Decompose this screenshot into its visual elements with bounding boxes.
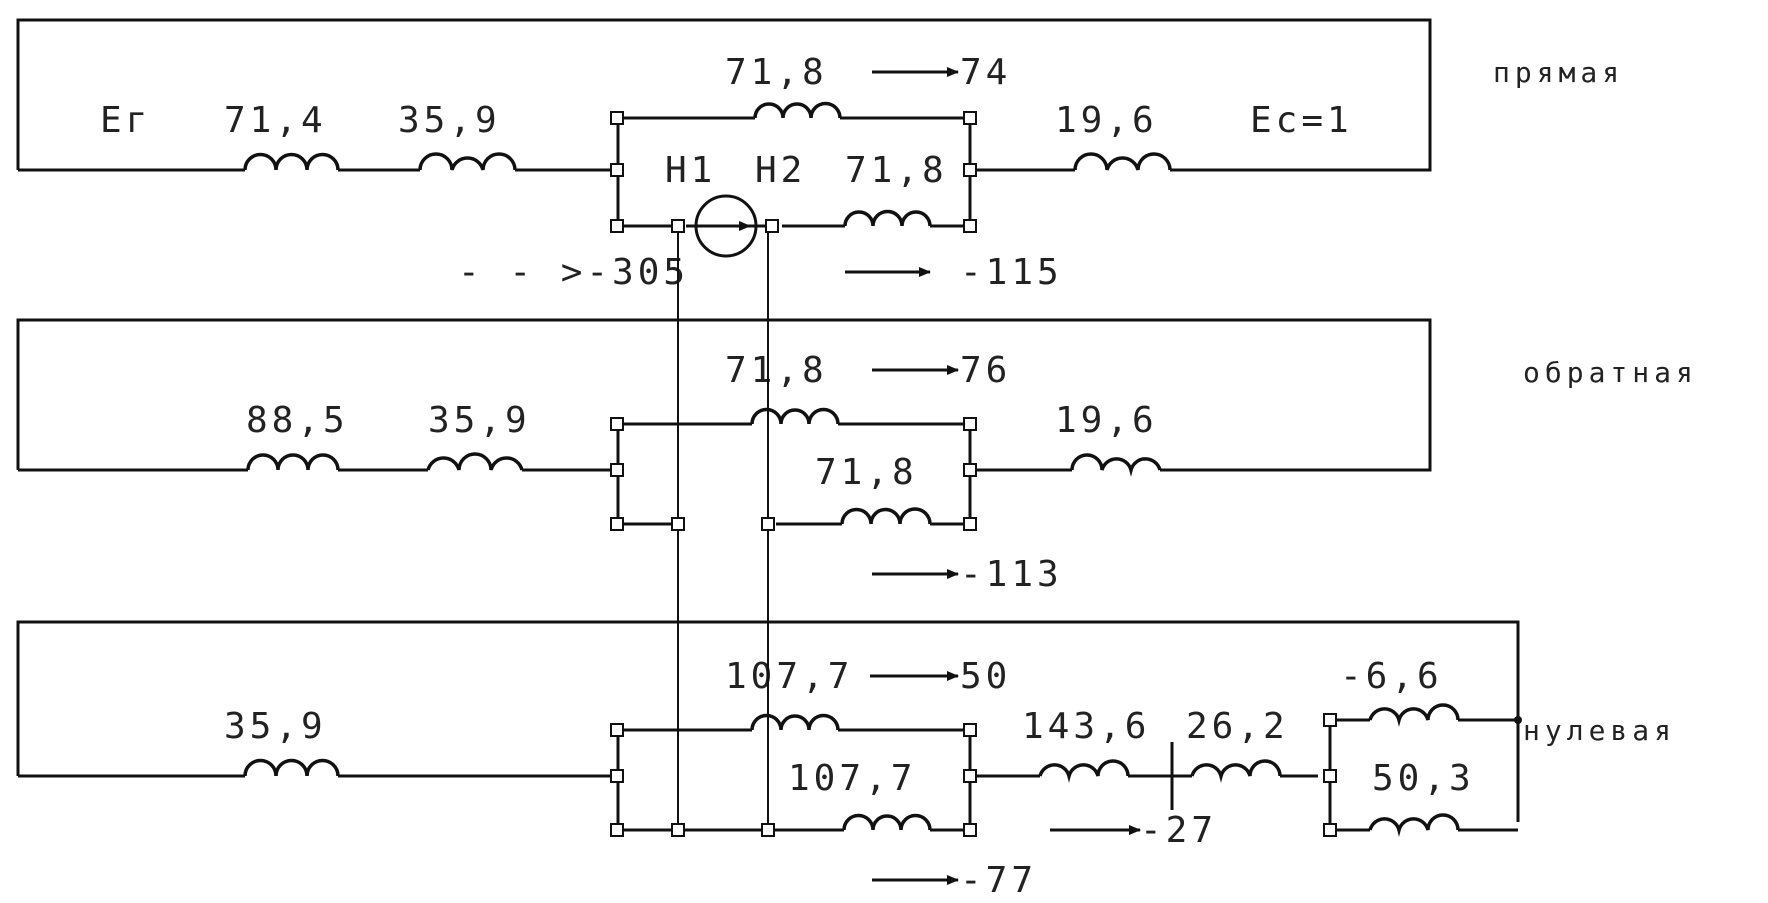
zero-x-neg-label: -6,6	[1340, 656, 1443, 697]
positive-x2-label: 35,9	[398, 100, 501, 141]
positive-sequence-network: Ег 71,4 35,9 71,8 74 19,6 Ес=1 Н1 Н2 71,…	[16, 18, 1624, 293]
positive-frame	[16, 18, 1432, 172]
positive-terminal-right-bottom	[963, 219, 977, 233]
positive-terminal-left-top	[610, 111, 624, 125]
positive-coil-x1	[243, 152, 340, 171]
negative-terminal-left-mid	[610, 463, 624, 477]
zero-x2-label: 35,9	[224, 706, 327, 747]
negative-bottom-flow-value: -113	[960, 554, 1063, 595]
zero-coil-top	[750, 713, 840, 731]
negative-x2-label: 35,9	[428, 400, 531, 441]
zero-coil-neg	[1368, 703, 1460, 727]
zero-terminal-right-bottom	[963, 823, 977, 837]
zero-terminal-right-top	[963, 723, 977, 737]
negative-sequence-name: обратная	[1523, 356, 1698, 389]
negative-coil-top	[750, 407, 840, 425]
zero-terminal-left-top	[610, 723, 624, 737]
negative-line-bottom-label: 71,8	[815, 452, 918, 493]
negative-x1-label: 88,5	[246, 400, 349, 441]
zero-x-shunt-label: 50,3	[1372, 758, 1475, 799]
negative-coil-right	[1070, 453, 1162, 477]
zero-junction-dot	[1514, 716, 1522, 724]
zero-terminal-right-mid	[963, 769, 977, 783]
positive-terminal-left-bottom	[610, 219, 624, 233]
positive-terminal-right-top	[963, 111, 977, 125]
positive-sequence-name: прямая	[1493, 56, 1624, 89]
negative-terminal-right-bottom	[963, 517, 977, 531]
negative-terminal-right-mid	[963, 463, 977, 477]
positive-eg-label: Ег	[100, 100, 151, 141]
zero-x-mid-right-label: 26,2	[1186, 706, 1289, 747]
positive-x1-label: 71,4	[224, 100, 327, 141]
negative-top-flow-value: 76	[960, 350, 1011, 391]
positive-bottom-flow-value: -115	[960, 252, 1063, 293]
zero-coil-mid-right	[1190, 759, 1282, 783]
positive-top-flow-value: 74	[960, 52, 1011, 93]
zero-line-bottom-label: 107,7	[788, 758, 916, 799]
positive-coil-right	[1073, 152, 1172, 171]
positive-coil-top	[753, 101, 842, 119]
zero-top-flow-value: 50	[960, 656, 1011, 697]
negative-coil-x2	[426, 452, 524, 471]
negative-terminal-h2	[761, 517, 775, 531]
zero-terminal-left-mid	[610, 769, 624, 783]
negative-terminal-left-bottom	[610, 517, 624, 531]
positive-terminal-left-mid	[610, 163, 624, 177]
zero-coil-x2	[243, 758, 340, 777]
negative-coil-bottom	[840, 507, 932, 525]
negative-terminal-right-top	[963, 417, 977, 431]
negative-terminal-left-top	[610, 417, 624, 431]
zero-mid-flow-value: -27	[1140, 810, 1217, 851]
zero-line-top-label: 107,7	[725, 656, 853, 697]
zero-sequence-network: 35,9 107,7 50 143,6 26,2 -6,6 50,3 107,7…	[16, 620, 1676, 901]
positive-flow-left-label: - - >-305	[458, 252, 689, 293]
negative-sequence-network: 88,5 35,9 71,8 76 19,6 71,8 -113 обратна…	[16, 318, 1698, 595]
negative-line-top-label: 71,8	[725, 350, 828, 391]
zero-terminal-far-bottom	[1323, 823, 1337, 837]
positive-line-bottom-label: 71,8	[845, 150, 948, 191]
zero-sequence-name: нулевая	[1523, 714, 1676, 747]
positive-terminal-h2	[765, 219, 779, 233]
zero-coil-shunt	[1368, 813, 1460, 837]
positive-coil-bottom	[843, 209, 932, 227]
positive-terminal-h1	[671, 219, 685, 233]
negative-terminal-h1	[671, 517, 685, 531]
zero-coil-bottom	[842, 813, 932, 831]
zero-terminal-left-bottom	[610, 823, 624, 837]
negative-coil-x1	[246, 453, 340, 471]
positive-ec-label: Ес=1	[1250, 100, 1353, 141]
positive-coil-x2	[418, 152, 517, 171]
positive-terminal-right-mid	[963, 163, 977, 177]
positive-node-h1-label: Н1	[665, 150, 716, 191]
zero-x-mid-left-label: 143,6	[1022, 706, 1150, 747]
zero-terminal-far-top	[1323, 713, 1337, 727]
zero-terminal-h2	[761, 823, 775, 837]
positive-node-h2-label: Н2	[755, 150, 806, 191]
zero-terminal-h1	[671, 823, 685, 837]
positive-line-top-label: 71,8	[725, 52, 828, 93]
zero-terminal-far-mid	[1323, 769, 1337, 783]
zero-bottom-flow-value: -77	[960, 860, 1037, 901]
zero-coil-mid-left	[1038, 759, 1130, 783]
positive-x-right-label: 19,6	[1055, 100, 1158, 141]
negative-frame	[16, 318, 1432, 472]
negative-x-right-label: 19,6	[1055, 400, 1158, 441]
